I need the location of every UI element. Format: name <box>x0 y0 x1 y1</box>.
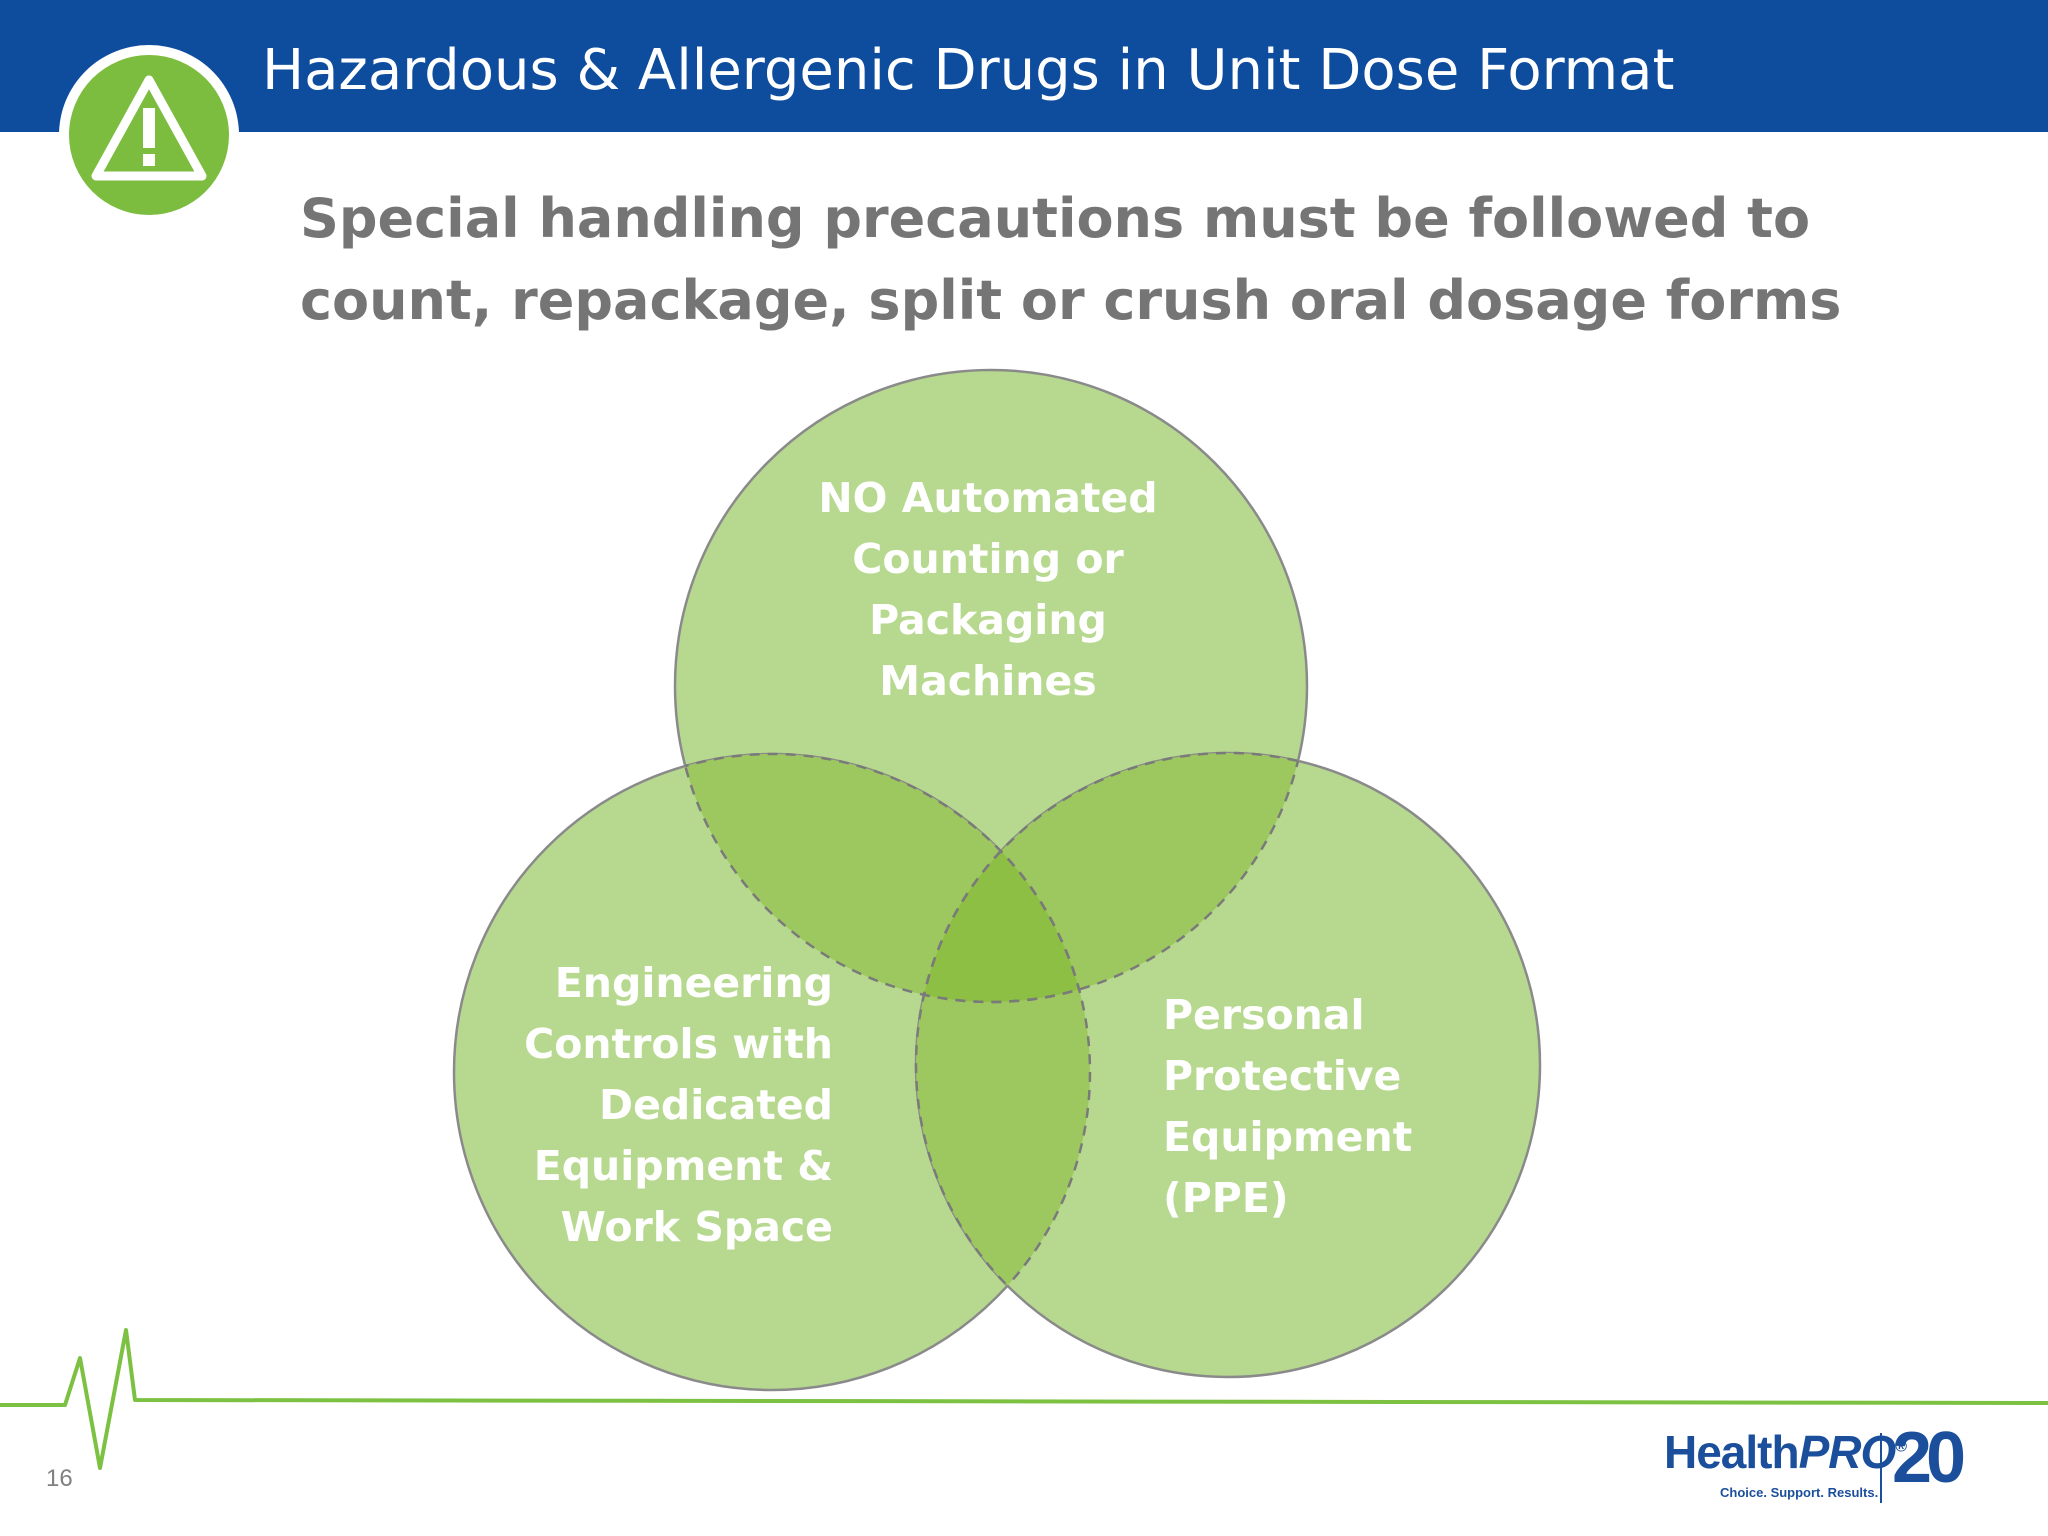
venn-top-line-3: Packaging <box>869 596 1107 644</box>
dashed-edge-left-in-right <box>916 753 1092 1377</box>
logo-text-italic: PRO <box>1798 1426 1897 1478</box>
venn-label-top: NO Automated Counting or Packaging Machi… <box>788 468 1188 712</box>
healthpro-logo: HealthPRO® Choice. Support. Results. 20 <box>1660 1418 2000 1515</box>
logo-registered: ® <box>1895 1438 1907 1456</box>
subtitle-line-1: Special handling precautions must be fol… <box>300 187 1811 250</box>
logo-divider <box>1880 1433 1882 1503</box>
overlap-top-right <box>916 753 1307 1002</box>
dashed-edge-left-in-top <box>675 752 1092 1002</box>
venn-left-line-2: Controls with <box>524 1020 833 1068</box>
subtitle-line-2: count, repackage, split or crush oral do… <box>300 269 1842 332</box>
venn-left-line-1: Engineering <box>554 959 833 1007</box>
title-bar <box>0 0 2048 132</box>
page-number: 16 <box>46 1465 73 1492</box>
subtitle: Special handling precautions must be fol… <box>300 178 1842 342</box>
venn-right-line-4: (PPE) <box>1163 1174 1289 1222</box>
anniversary-mark: 20 <box>1892 1418 1966 1498</box>
venn-top-line-2: Counting or <box>852 535 1124 583</box>
logo-text: Health <box>1664 1426 1800 1478</box>
venn-right-line-1: Personal <box>1163 991 1365 1039</box>
venn-top-line-4: Machines <box>879 657 1097 705</box>
heartbeat-pulse-icon <box>0 1328 2048 1470</box>
logo-tagline: Choice. Support. Results. <box>1720 1485 1879 1500</box>
venn-left-line-4: Equipment & <box>533 1142 833 1190</box>
dashed-edge-right-in-left <box>914 754 1090 1379</box>
warning-triangle-icon <box>59 45 239 225</box>
venn-left-line-3: Dedicated <box>599 1081 833 1129</box>
venn-right-line-3: Equipment <box>1163 1113 1413 1161</box>
venn-right-line-2: Protective <box>1163 1052 1402 1100</box>
overlap-top-left <box>675 754 1090 1002</box>
venn-label-left: Engineering Controls with Dedicated Equi… <box>480 953 833 1258</box>
venn-left-line-5: Work Space <box>560 1203 833 1251</box>
venn-label-right: Personal Protective Equipment (PPE) <box>1163 985 1563 1229</box>
slide-title: Hazardous & Allergenic Drugs in Unit Dos… <box>262 38 1675 103</box>
logo-wordmark: HealthPRO® <box>1664 1425 1907 1479</box>
venn-top-line-1: NO Automated <box>818 474 1158 522</box>
